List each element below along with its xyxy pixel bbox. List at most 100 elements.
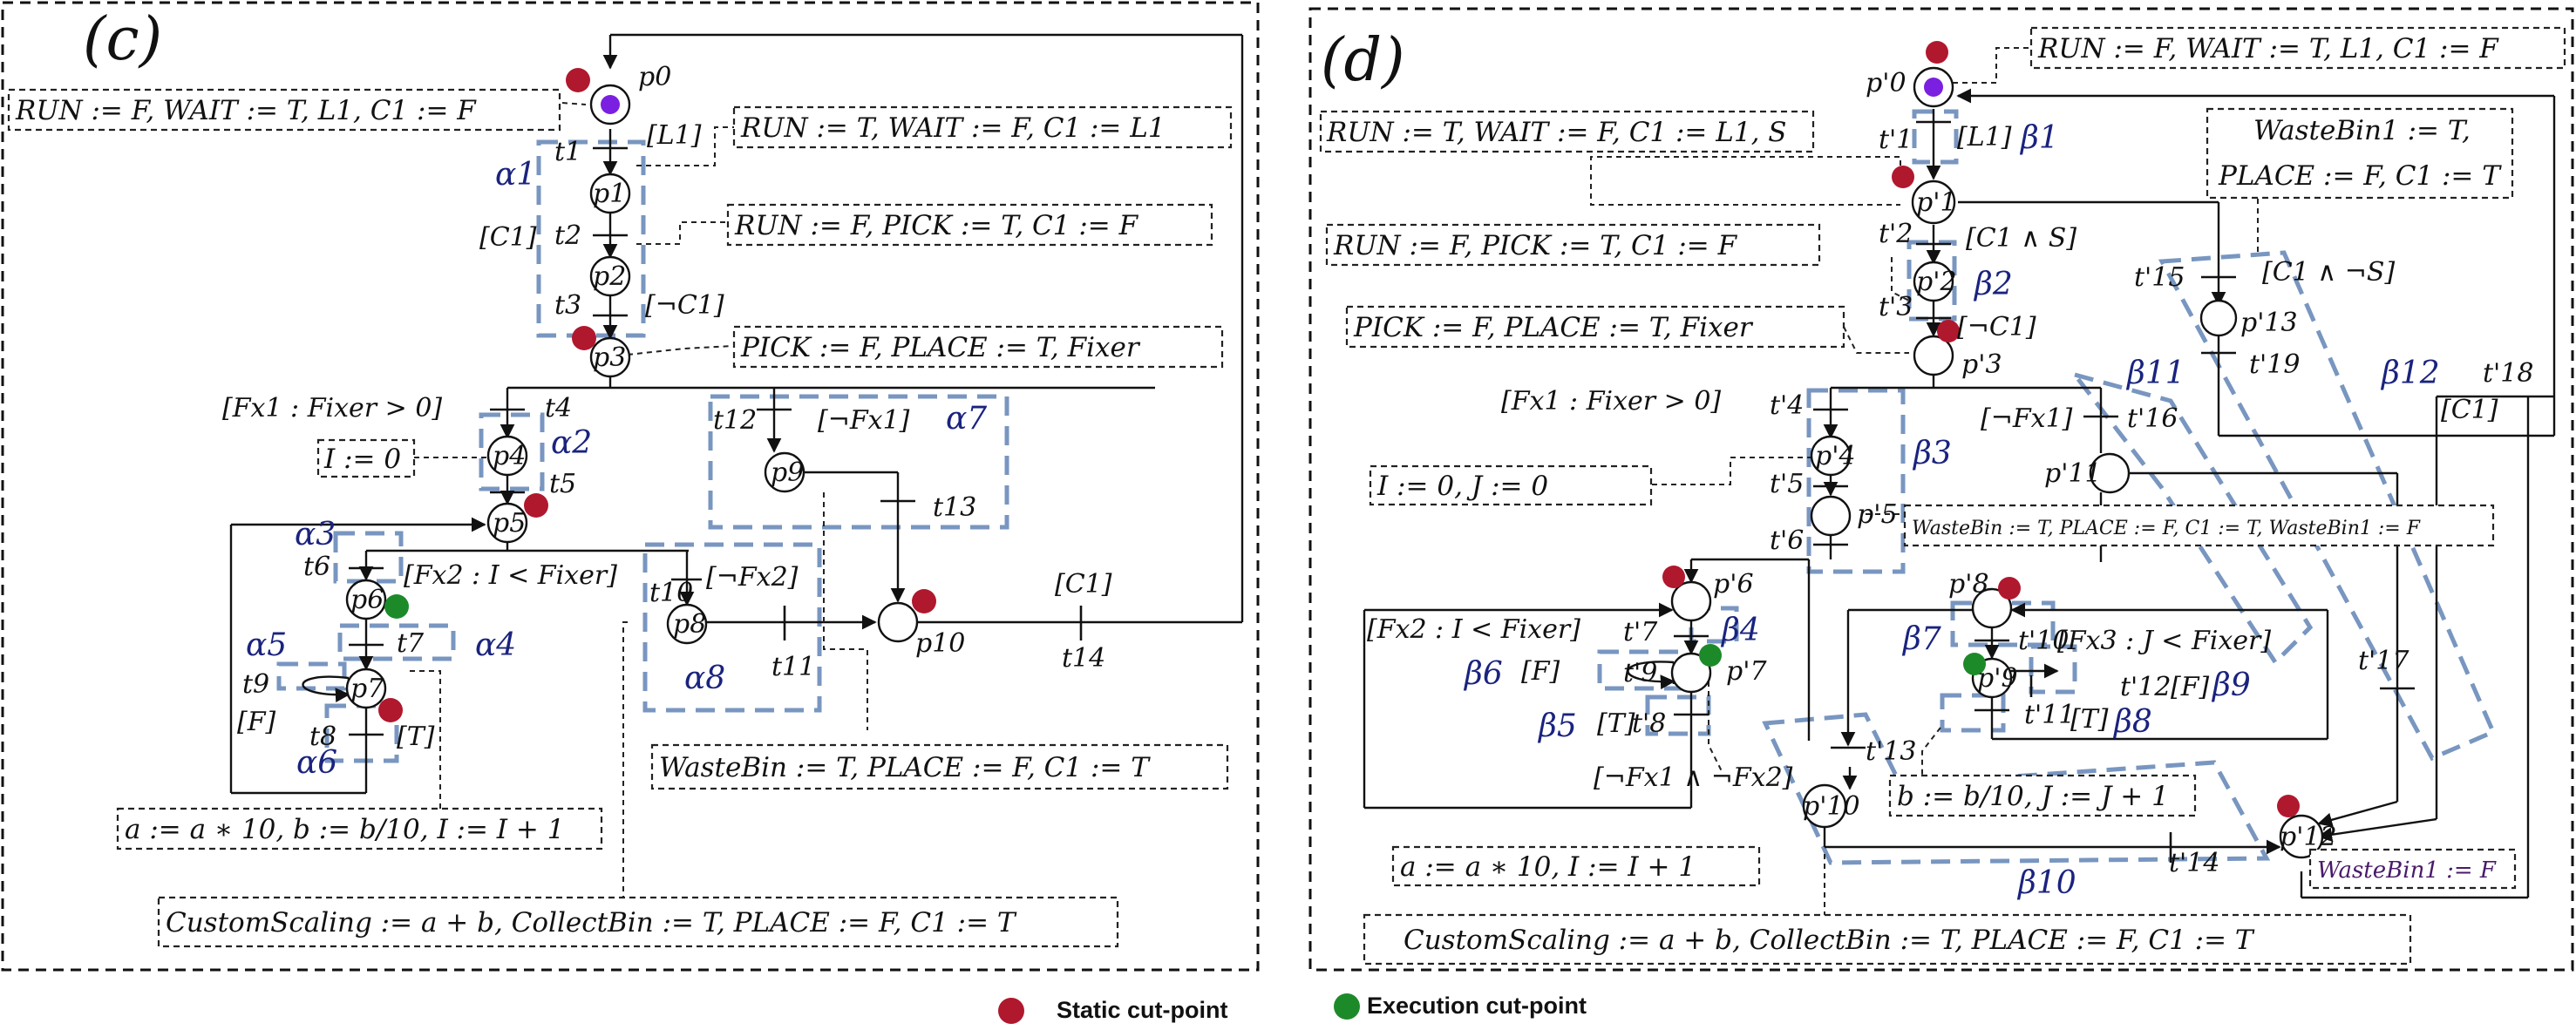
place-p12p: [2279, 814, 2324, 859]
region-beta1: [1912, 109, 1959, 165]
label-p0p: p'0: [1866, 68, 1907, 98]
region-beta10: [1762, 712, 2271, 865]
panel-d-places: [1670, 66, 2324, 859]
guard-fx2: [Fx2 : I < Fixer]: [404, 560, 617, 591]
label-p5: p5: [493, 508, 526, 539]
label-p10p: p'10: [1803, 791, 1860, 822]
panel-d-node-labels: p'0 p'1 p'2 p'3 p'4 p'5 p'6 p'7 p'8 p'9 …: [1623, 68, 2533, 878]
label-t13p: t'13: [1866, 736, 1916, 767]
guard-T: [T]: [397, 722, 435, 752]
place-p7p: [1670, 652, 1712, 694]
guard-fx1: [Fx1 : Fixer > 0]: [1501, 386, 1721, 417]
static-cut-point-icon: [1892, 166, 1914, 188]
action-box: PICK := F, PLACE := T, Fixer: [740, 332, 1141, 363]
action-box: WasteBin1 := F: [2317, 857, 2497, 884]
region-beta4: [1689, 606, 1739, 644]
label-t8p: t'8: [1632, 708, 1666, 739]
label-t14p: t'14: [2169, 848, 2219, 878]
label-p1: p1: [593, 179, 626, 209]
label-p2: p2: [593, 261, 626, 292]
place-p1: [589, 173, 631, 214]
label-t10: t10: [649, 578, 693, 608]
place-p9: [764, 451, 805, 493]
region-label-beta5: β5: [1537, 708, 1577, 744]
region-beta11: [2069, 370, 2314, 666]
panel-c-transitions: [347, 146, 1083, 736]
token-icon: [1924, 78, 1943, 97]
static-cut-point-legend-icon: [998, 998, 1024, 1024]
region-label-beta11: β11: [2125, 356, 2185, 391]
static-cut-point-icon: [378, 698, 403, 722]
static-cut-point-icon: [1937, 320, 1960, 342]
region-beta9: [2029, 644, 2077, 695]
label-p4p: p'4: [1815, 441, 1856, 471]
label-p7p: p'7: [1726, 656, 1767, 687]
guard-not-fx1: [¬Fx1]: [818, 405, 910, 436]
action-box: a := a ∗ 10, b := b/10, I := I + 1: [125, 814, 564, 845]
guard-F: [F]: [1521, 656, 1560, 687]
label-p8p: p'8: [1948, 569, 1989, 600]
guard-C1-t14: [C1]: [1055, 569, 1112, 600]
region-label-beta4: β4: [1720, 613, 1760, 648]
action-box: I := 0, J := 0: [1376, 471, 1548, 502]
label-t15p: t'15: [2134, 262, 2185, 293]
guard-not-fx1: [¬Fx1]: [1981, 403, 2073, 434]
action-box: PICK := F, PLACE := T, Fixer: [1353, 312, 1754, 343]
panel-d-guards: [L1] [C1 ∧ S] [¬C1] [C1 ∧ ¬S] [Fx1 : Fix…: [1367, 122, 2498, 793]
label-t9p: t'9: [1623, 658, 1657, 688]
place-p8p: [1971, 587, 2013, 629]
label-t8: t8: [309, 722, 336, 752]
label-t14: t14: [1062, 643, 1105, 674]
guard-fx1: [Fx1 : Fixer > 0]: [222, 393, 442, 424]
panel-d-arcs: [1363, 88, 2556, 899]
label-p2p: p'2: [1916, 267, 1957, 297]
label-t1: t1: [554, 137, 581, 167]
label-t12: t12: [713, 405, 757, 436]
guard-fx3: [Fx3 : J < Fixer]: [2057, 626, 2271, 656]
guard-C1-and-not-S: [C1 ∧ ¬S]: [2262, 257, 2395, 288]
region-label-beta2: β2: [1973, 267, 2013, 302]
place-p5p: [1810, 495, 1852, 537]
label-t9: t9: [242, 669, 269, 700]
static-cut-point-icon: [2277, 795, 2300, 817]
action-box: WasteBin1 := T,: [2253, 115, 2471, 146]
place-p13p: [2199, 299, 2238, 337]
action-box: CustomScaling := a + b, CollectBin := T,…: [166, 907, 1017, 939]
panel-d-region-labels: β1 β2 β3 β4 β5 β6 β7 β8 β9 β10 β11 β12: [1463, 120, 2440, 901]
label-t7p: t'7: [1623, 617, 1658, 647]
region-label-alpha8: α8: [684, 661, 725, 696]
label-t5: t5: [549, 469, 576, 499]
label-p1p: p'1: [1916, 187, 1957, 218]
panel-d-cut-points: [1662, 41, 2300, 817]
static-cut-point-icon: [1662, 566, 1685, 588]
region-label-alpha3: α3: [295, 517, 336, 552]
label-t6p: t'6: [1770, 525, 1804, 556]
action-box: WasteBin := T, PLACE := F, C1 := T: [659, 752, 1151, 783]
region-beta3: [1806, 388, 1906, 574]
place-p11p: [2089, 452, 2131, 494]
label-t3p: t'3: [1879, 292, 1913, 322]
panel-d-actions: RUN := F, WAIT := T, L1, C1 := F RUN := …: [1319, 26, 2566, 966]
panel-d-frame: [1308, 7, 2574, 972]
region-alpha5: [276, 661, 347, 691]
panel-c-arcs: [229, 33, 1244, 795]
action-box: CustomScaling := a + b, CollectBin := T,…: [1404, 925, 2255, 956]
guard-C1: [C1]: [479, 222, 537, 253]
guard-F-2: [F]: [2171, 672, 2210, 702]
place-p6: [345, 579, 387, 620]
place-p5: [486, 502, 528, 544]
guard-fx2: [Fx2 : I < Fixer]: [1367, 614, 1580, 645]
action-box: PLACE := F, C1 := T: [2218, 160, 2502, 192]
guard-not-C1: [¬C1]: [645, 290, 724, 321]
guard-L1: [L1]: [1957, 122, 2012, 152]
label-t7: t7: [397, 628, 425, 659]
label-t11p: t'11: [2024, 700, 2075, 730]
place-p3p: [1913, 335, 1954, 376]
label-t10p: t'10: [2018, 626, 2069, 656]
guard-not-fx1-and-not-fx2: [¬Fx1 ∧ ¬Fx2]: [1594, 762, 1793, 793]
action-box: RUN := T, WAIT := F, C1 := L1: [740, 112, 1166, 144]
label-t4p: t'4: [1770, 390, 1804, 421]
guard-not-C1: [¬C1]: [1957, 312, 2036, 342]
label-p12p: p'12: [2280, 822, 2337, 852]
